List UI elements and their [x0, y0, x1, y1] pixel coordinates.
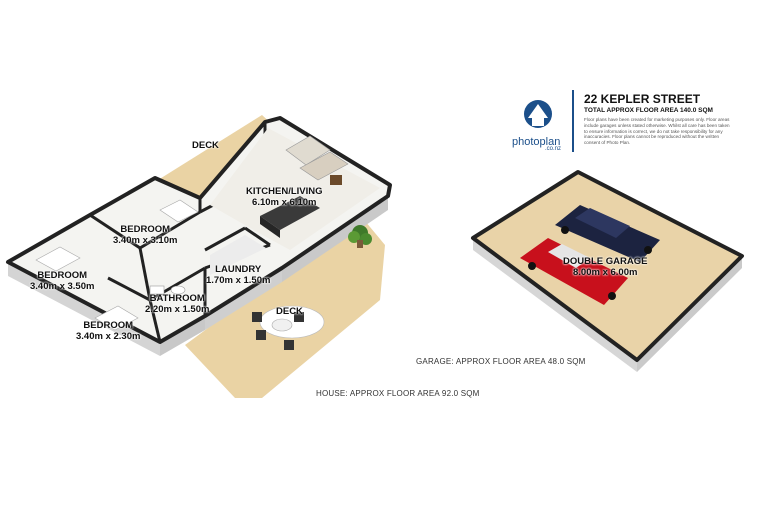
plant-icon	[348, 225, 372, 248]
kitchen-name: KITCHEN/LIVING	[246, 186, 323, 197]
garage-area-caption: GARAGE: APPROX FLOOR AREA 48.0 SQM	[416, 357, 586, 366]
bedroom2-name: BEDROOM	[37, 270, 88, 281]
photoplan-logo-icon	[524, 100, 552, 128]
brand-name: photoplan	[512, 136, 561, 148]
kitchen-size: 6.10m x 6.10m	[252, 197, 317, 208]
deck-bottom-name: DECK	[276, 306, 303, 317]
laundry-label: LAUNDRY 1.70m x 1.50m	[206, 264, 270, 286]
garage-size: 8.00m x 6.00m	[573, 267, 638, 278]
laundry-size: 1.70m x 1.50m	[206, 275, 271, 286]
navy-car-icon	[555, 205, 660, 262]
laundry-name: LAUNDRY	[215, 264, 262, 275]
deck-bottom-label: DECK	[276, 306, 303, 317]
property-address: 22 KEPLER STREET	[584, 92, 701, 106]
disclaimer-text: Floor plans have been created for market…	[584, 117, 730, 146]
deck-top-label: DECK	[192, 140, 219, 151]
kitchen-floor	[210, 128, 380, 250]
deck-table-icon	[252, 305, 325, 350]
garage-label: DOUBLE GARAGE 8.00m x 6.00m	[563, 256, 647, 278]
garage-name: DOUBLE GARAGE	[563, 256, 648, 267]
kitchen-label: KITCHEN/LIVING 6.10m x 6.10m	[246, 186, 323, 208]
total-floor-area: TOTAL APPROX FLOOR AREA 140.0 SQM	[584, 107, 713, 114]
deck-top-name: DECK	[192, 140, 219, 151]
bedroom2-size: 3.40m x 3.50m	[30, 281, 95, 292]
header-divider	[572, 90, 574, 152]
bedroom1-label: BEDROOM 3.40m x 3.10m	[113, 224, 177, 246]
bedroom1-size: 3.40m x 3.10m	[113, 235, 178, 246]
bathroom-name: BATHROOM	[149, 293, 205, 304]
laundry-floor	[210, 235, 266, 275]
bathroom-size: 2.20m x 1.50m	[145, 304, 210, 315]
house-walls	[8, 196, 388, 356]
red-car-icon	[520, 238, 628, 305]
bedroom3-size: 3.40m x 2.30m	[76, 331, 141, 342]
garage-walls	[473, 238, 742, 372]
bedroom3-name: BEDROOM	[83, 320, 134, 331]
bathroom-label: BATHROOM 2.20m x 1.50m	[145, 293, 209, 315]
bedroom1-name: BEDROOM	[120, 224, 171, 235]
bathroom-fixtures	[149, 285, 186, 295]
bedroom2-label: BEDROOM 3.40m x 3.50m	[30, 270, 94, 292]
kitchen-furniture	[260, 135, 349, 238]
bedroom-furniture	[35, 199, 199, 331]
brand-suffix: .co.nz	[545, 146, 562, 152]
bedroom3-label: BEDROOM 3.40m x 2.30m	[76, 320, 140, 342]
garage-floor	[471, 170, 744, 362]
house-area-caption: HOUSE: APPROX FLOOR AREA 92.0 SQM	[316, 389, 480, 398]
